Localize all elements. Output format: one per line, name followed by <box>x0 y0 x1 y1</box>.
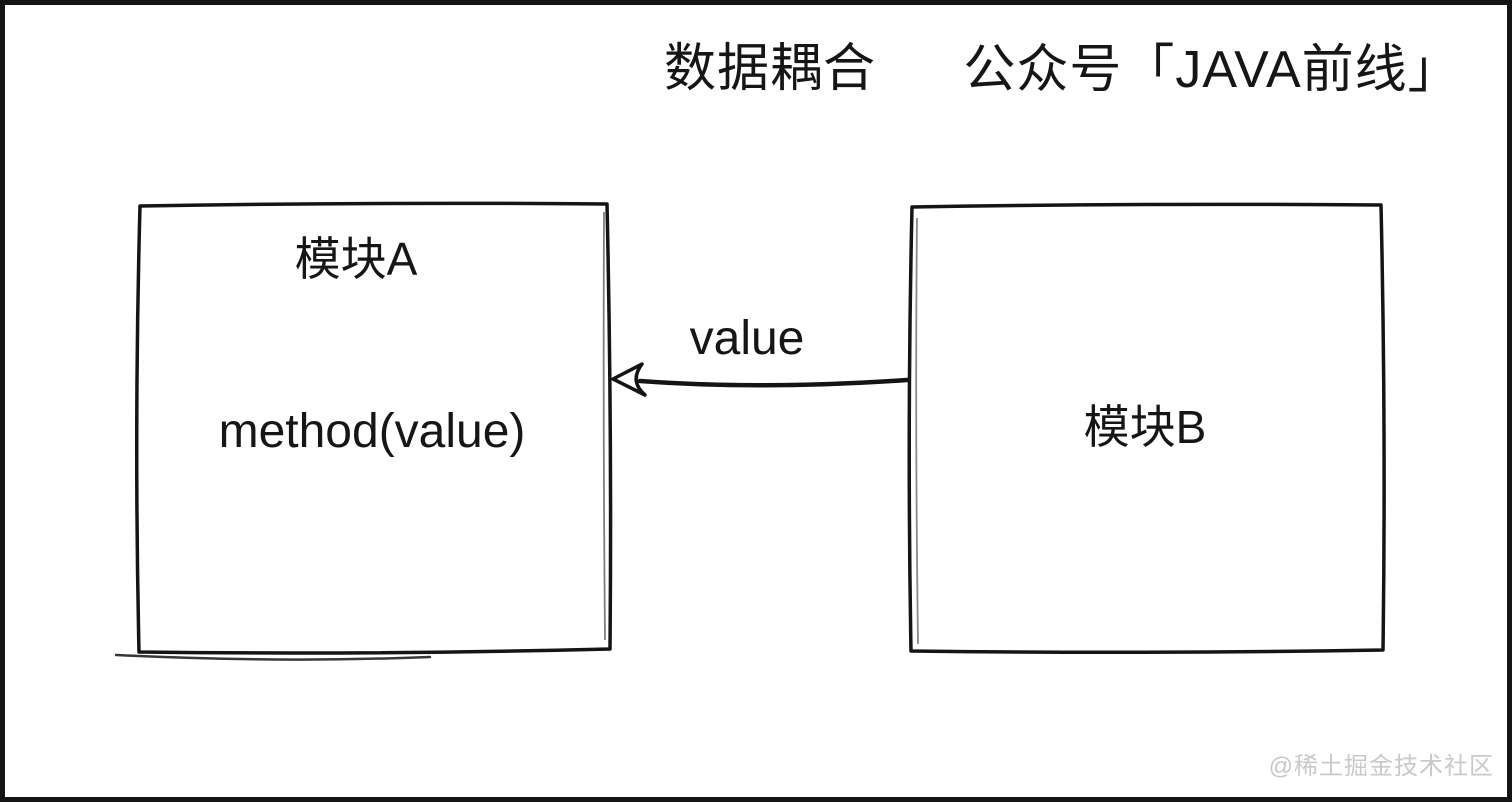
module-a-box-overshoot-stroke <box>114 653 432 661</box>
arrow-value-label: value <box>689 312 805 365</box>
module-a-method-label: method(value) <box>218 405 526 458</box>
arrow-shaft <box>637 377 910 388</box>
module-b-box-sketch-line <box>915 217 919 645</box>
module-b-label: 模块B <box>1083 401 1207 453</box>
diagram-title: 数据耦合 <box>663 40 877 98</box>
module-a-box <box>134 201 613 655</box>
credit-label: 公众号「JAVA前线」 <box>963 41 1461 99</box>
module-b-box <box>907 202 1386 655</box>
module-a-box-sketch-line <box>602 211 606 641</box>
watermark: @稀土掘金技术社区 <box>1268 753 1494 780</box>
arrow-head-icon <box>611 362 647 397</box>
module-a-label: 模块A <box>294 233 418 285</box>
